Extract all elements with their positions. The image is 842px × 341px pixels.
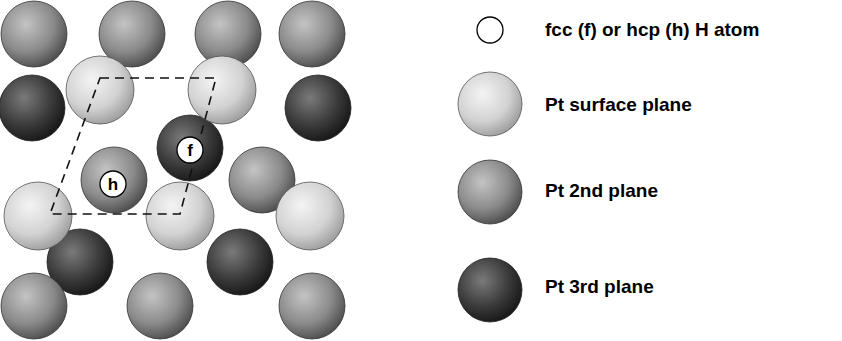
- site-label: h: [108, 176, 118, 193]
- pt-third-plane: [0, 75, 351, 295]
- site-label: f: [187, 142, 193, 159]
- legend-label: Pt 3rd plane: [545, 277, 654, 298]
- pt-second-plane: [1, 1, 345, 339]
- hydrogen-atom: h: [99, 170, 127, 198]
- legend-label: Pt surface plane: [545, 95, 692, 116]
- unit-cell-outline: [50, 78, 216, 214]
- hydrogen-atom: f: [176, 136, 204, 164]
- legend-label: fcc (f) or hcp (h) H atom: [545, 20, 759, 41]
- legend-label: Pt 2nd plane: [545, 181, 658, 202]
- legend-samples: [458, 17, 522, 322]
- pt-surface-plane: [4, 56, 344, 250]
